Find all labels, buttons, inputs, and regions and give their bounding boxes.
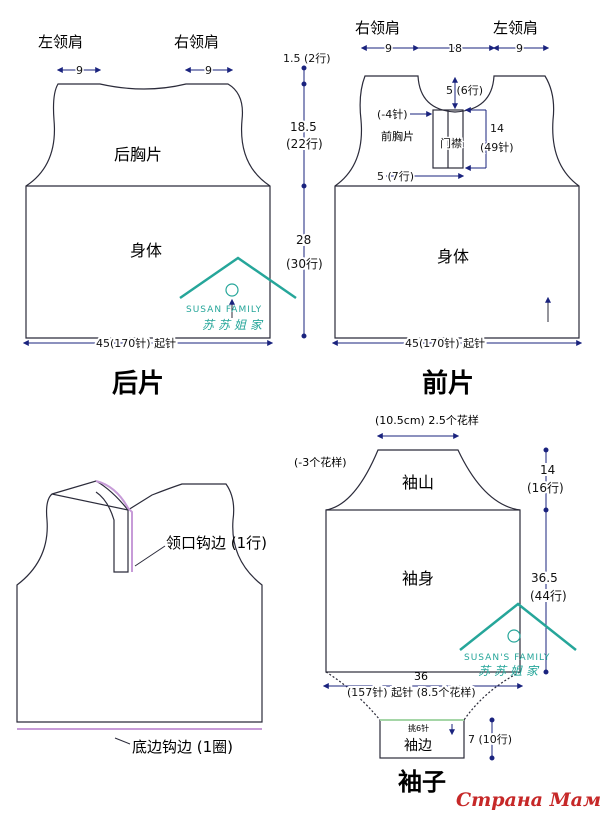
finished-vest bbox=[16, 480, 263, 723]
armhole-cm: 18.5 bbox=[290, 120, 317, 134]
front-upper-label: 前胸片 bbox=[381, 129, 414, 143]
front-inner-dims bbox=[386, 76, 487, 179]
body-cm: 28 bbox=[296, 233, 311, 247]
back-bottom-dimension: 45(170针) 起针 bbox=[96, 336, 176, 350]
front-shoulder-left: 9 bbox=[385, 42, 392, 55]
collar-leader bbox=[134, 545, 166, 567]
front-shoulder-right: 9 bbox=[516, 42, 523, 55]
front-placket-label: 门襟 bbox=[440, 136, 462, 150]
sleeve-body-cm: 36.5 bbox=[531, 571, 558, 585]
front-body-label: 身体 bbox=[437, 247, 469, 266]
vertical-dim-line bbox=[301, 65, 307, 339]
sleeve-cap-cm: 14 bbox=[540, 463, 555, 477]
watermark-chinese-2: 苏苏姐家 bbox=[478, 664, 542, 678]
back-left-shoulder: 左领肩 bbox=[38, 33, 83, 51]
sleeve-body-label: 袖身 bbox=[402, 569, 434, 588]
front-left-shoulder: 左领肩 bbox=[493, 19, 538, 37]
watermark-family: SUSAN FAMILY bbox=[186, 305, 262, 315]
front-placket-stitches: (49针) bbox=[480, 140, 514, 154]
sleeve-cap-rows: (16行) bbox=[527, 481, 564, 495]
back-body-label: 身体 bbox=[130, 241, 162, 260]
sleeve-cap-decrease: (-3个花样) bbox=[294, 455, 347, 469]
sleeve-top-width: (10.5cm) 2.5个花样 bbox=[375, 413, 479, 427]
sleeve-piece bbox=[325, 449, 521, 759]
front-placket-cm: 14 bbox=[490, 122, 504, 135]
sleeve-cap-outline bbox=[325, 449, 521, 511]
back-shoulder-width-left: 9 bbox=[76, 64, 83, 77]
back-upper-label: 后胸片 bbox=[114, 145, 162, 164]
sleeve-cap-label: 袖山 bbox=[402, 473, 434, 492]
watermark-logo bbox=[179, 256, 297, 318]
sleeve-width-cm: 36 bbox=[414, 670, 428, 683]
front-neck-width: 18 bbox=[448, 42, 462, 55]
front-title: 前片 bbox=[422, 368, 474, 399]
hem-edging-label: 底边钩边 (1圈) bbox=[132, 738, 233, 756]
back-panel-outline bbox=[25, 83, 271, 339]
watermark-logo-2 bbox=[459, 602, 577, 651]
cuff-rows: 7 (10行) bbox=[468, 733, 512, 746]
sleeve-taper bbox=[325, 671, 521, 721]
finished-vest-outline bbox=[16, 480, 263, 723]
neck-depth-measure: 1.5 (2行) bbox=[283, 52, 331, 65]
back-shoulder-width-right: 9 bbox=[205, 64, 212, 77]
front-neck-rows: 5 (6行) bbox=[446, 84, 483, 97]
hem-leader bbox=[114, 737, 131, 745]
watermark-chinese: 苏苏姐家 bbox=[202, 318, 266, 332]
site-watermark: Страна Мам bbox=[456, 789, 601, 811]
body-rows: (30行) bbox=[286, 257, 323, 271]
sleeve-body-rows: (44行) bbox=[530, 589, 567, 603]
front-panel-outline bbox=[334, 75, 580, 339]
sleeve-cast-on: (157针) 起针 (8.5个花样) bbox=[347, 685, 476, 699]
sleeve-title: 袖子 bbox=[398, 768, 446, 796]
front-bottom-dimension: 45(170针) 起针 bbox=[405, 336, 485, 350]
collar-edging-line bbox=[95, 480, 133, 572]
watermark-family-2: SUSAN'S FAMILY bbox=[464, 653, 550, 663]
back-title: 后片 bbox=[112, 369, 164, 399]
back-right-shoulder: 右领肩 bbox=[174, 33, 219, 51]
cuff-label: 袖边 bbox=[404, 738, 432, 754]
collar-edging-label: 领口钩边 (1行) bbox=[166, 534, 267, 552]
front-decrease: (-4针) bbox=[377, 107, 408, 121]
back-panel bbox=[25, 83, 271, 339]
front-panel bbox=[334, 75, 580, 339]
front-placket-rows: 5 (7行) bbox=[377, 170, 414, 183]
sleeve-body-outline bbox=[325, 509, 521, 673]
sleeve-dims bbox=[322, 433, 549, 761]
armhole-rows: (22行) bbox=[286, 137, 323, 151]
cuff-pickup: 挑6针 bbox=[408, 723, 429, 733]
front-right-shoulder: 右领肩 bbox=[355, 19, 400, 37]
